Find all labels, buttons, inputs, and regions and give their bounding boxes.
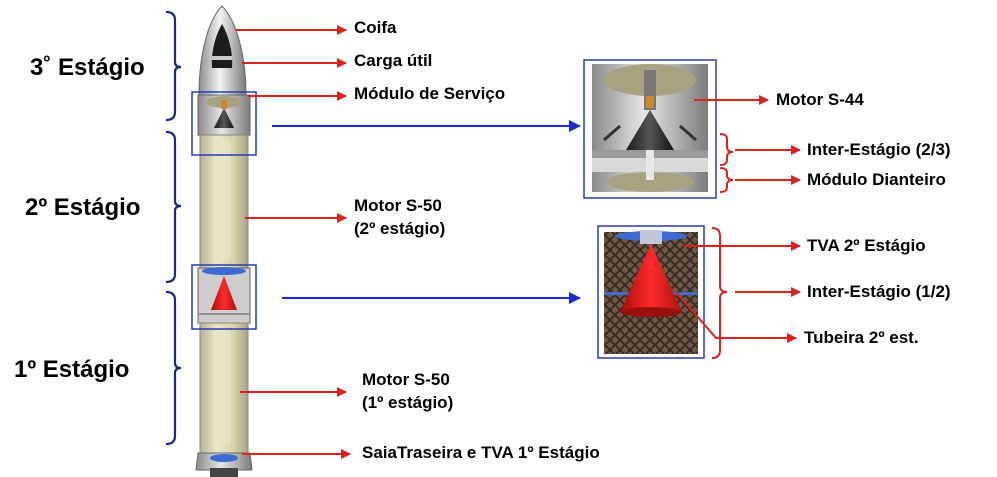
label-saia-traseira: SaiaTraseira e TVA 1º Estágio (362, 443, 600, 462)
label-motor-s50-first-sub: (1º estágio) (362, 393, 454, 412)
label-motor-s44: Motor S-44 (776, 90, 864, 109)
label-motor-s50-first: Motor S-50 (362, 370, 450, 389)
label-inter-estagio-12: Inter-Estágio (1/2) (807, 282, 951, 301)
label-inter-estagio-23: Inter-Estágio (2/3) (807, 140, 951, 159)
label-stage2: 2º Estágio (25, 194, 141, 221)
label-carga-util: Carga útil (354, 51, 433, 70)
brace-stage2 (165, 130, 182, 284)
label-stage3: 3˚ Estágio (30, 54, 145, 81)
pointer-tubeira (675, 291, 797, 343)
bracket-inter-12 (711, 227, 728, 359)
label-modulo-servico: Módulo de Serviço (354, 84, 506, 103)
frame-upper (191, 91, 257, 156)
label-coifa: Coifa (354, 18, 397, 37)
label-stage1: 1º Estágio (14, 356, 130, 383)
label-motor-s50-second-sub: (2º estágio) (354, 219, 446, 238)
bracket-modulo-dianteiro (719, 167, 734, 193)
label-tubeira: Tubeira 2º est. (804, 328, 919, 347)
brace-stage1 (165, 290, 182, 446)
zoom-detail-upper (583, 59, 717, 199)
rocket-illustration (195, 5, 253, 477)
brace-stage3 (165, 10, 182, 122)
label-motor-s50-second: Motor S-50 (354, 196, 442, 215)
label-modulo-dianteiro: Módulo Dianteiro (807, 170, 946, 189)
zoom-detail-lower (597, 225, 705, 359)
label-tva-2: TVA 2º Estágio (807, 236, 926, 255)
frame-lower (191, 264, 257, 330)
bracket-inter-23 (719, 133, 734, 166)
